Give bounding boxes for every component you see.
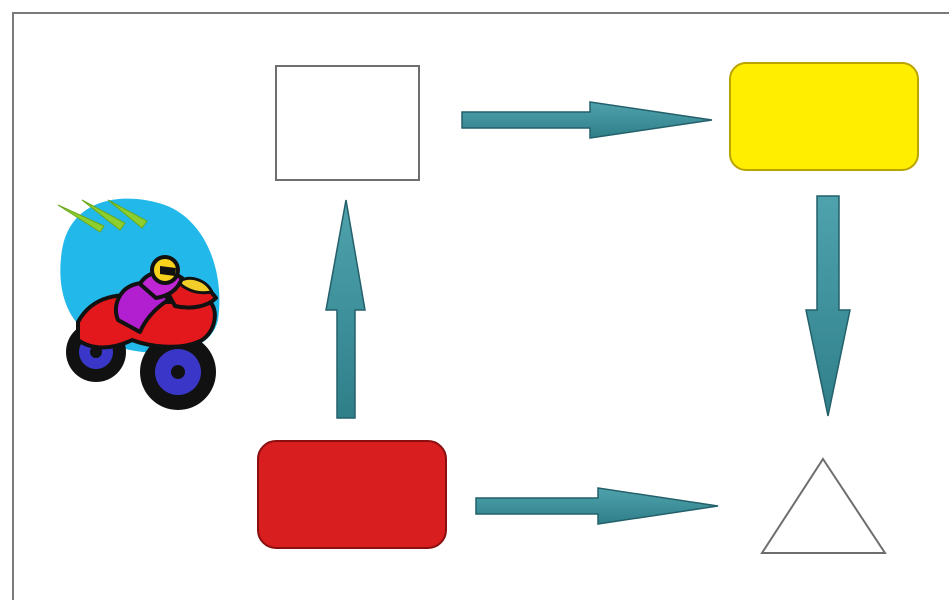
diagram-frame [12, 12, 949, 600]
motorcycle-rider-icon [57, 198, 220, 410]
white-square-node [275, 65, 420, 181]
red-rounded-rect-node [257, 440, 447, 549]
arrow-red-to-triangle [475, 487, 719, 525]
white-triangle-node [760, 457, 887, 554]
arrow-yellow-to-triangle [805, 195, 851, 417]
yellow-rounded-rect-node [729, 62, 919, 171]
arrow-red-to-square [325, 199, 366, 419]
arrow-square-to-yellow [461, 101, 713, 139]
